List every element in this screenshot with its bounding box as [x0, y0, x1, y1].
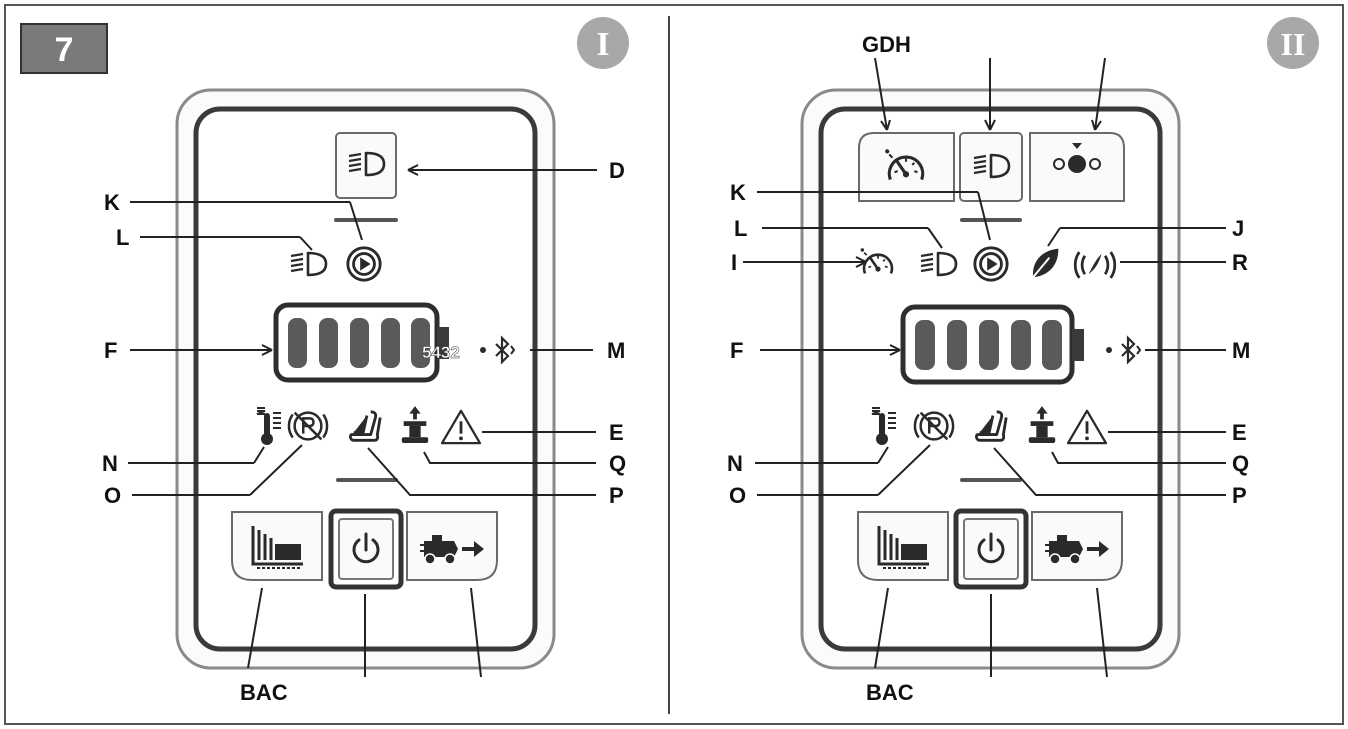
roman-badge-II: II: [1267, 17, 1319, 69]
callout-F: F: [730, 338, 743, 363]
callout-E: E: [1232, 420, 1247, 445]
callout-M: M: [1232, 338, 1250, 363]
callout-BAC: BAC: [240, 680, 288, 705]
battery-icon: [900, 304, 1084, 385]
battery-overlay-text: 5432: [422, 343, 460, 362]
figure-number: 7: [55, 31, 74, 69]
callout-O: O: [104, 483, 121, 508]
callout-D: D: [609, 158, 625, 183]
speed-mode-button[interactable]: [858, 132, 955, 202]
callout-R: R: [1232, 250, 1248, 275]
roman-label-II: II: [1281, 26, 1306, 62]
callout-L: L: [734, 216, 747, 241]
callout-M: M: [607, 338, 625, 363]
callout-BAC: BAC: [866, 680, 914, 705]
control-panel-I: 5432 D: [102, 88, 626, 705]
figure-number-badge: 7: [20, 23, 108, 74]
battery-icon: [273, 302, 449, 383]
roman-label-I: I: [596, 26, 609, 63]
play-circle-icon: [973, 246, 1009, 282]
roman-badge-I: I: [577, 17, 629, 69]
callout-L: L: [116, 225, 129, 250]
control-panel-II: GDH K L J I R F M E N Q O P BAC: [727, 32, 1250, 705]
callout-O: O: [729, 483, 746, 508]
callout-E: E: [609, 420, 624, 445]
callout-K: K: [104, 190, 120, 215]
play-circle-icon: [346, 246, 382, 282]
callout-K: K: [730, 180, 746, 205]
callout-I: I: [731, 250, 737, 275]
callout-GDH: GDH: [862, 32, 911, 57]
callout-Q: Q: [1232, 451, 1249, 476]
callout-P: P: [1232, 483, 1247, 508]
callout-P: P: [609, 483, 624, 508]
callout-J: J: [1232, 216, 1244, 241]
callout-F: F: [104, 338, 117, 363]
callout-N: N: [102, 451, 118, 476]
callout-Q: Q: [609, 451, 626, 476]
callout-N: N: [727, 451, 743, 476]
